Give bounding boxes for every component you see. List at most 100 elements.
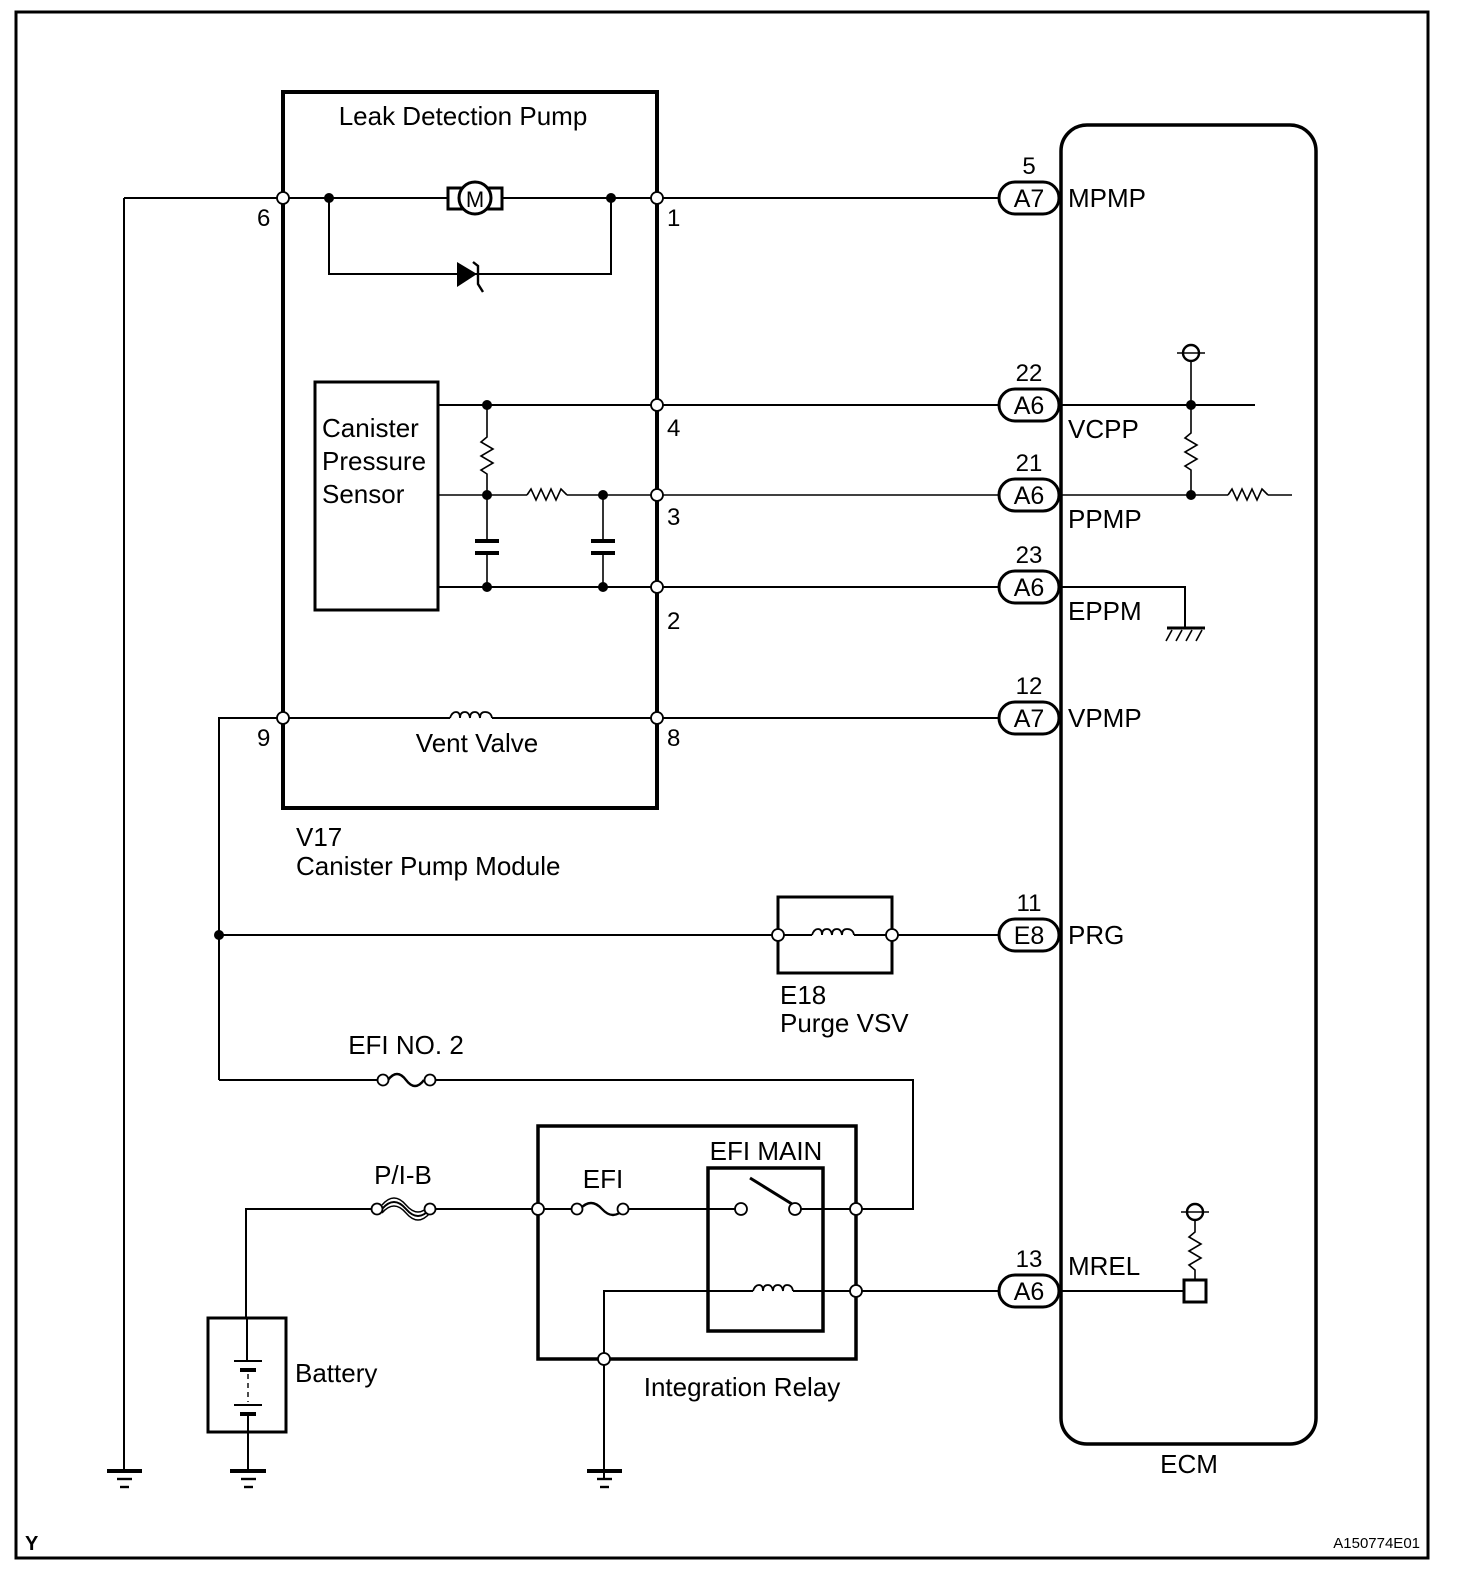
ecm-signal-name: VCPP	[1068, 414, 1139, 444]
connector-code: A6	[1014, 1278, 1045, 1306]
module-name: Canister Pump Module	[296, 851, 560, 881]
wire	[245, 1208, 372, 1318]
connector-pill	[997, 387, 1061, 423]
pin-number-8: 8	[667, 725, 680, 752]
integration-relay: Integration Relay EFI EFI MAIN	[531, 1124, 1000, 1489]
resistor-icon	[479, 405, 495, 495]
purge-vsv-name: Purge VSV	[780, 1008, 909, 1038]
canister-pressure-sensor-box	[313, 380, 440, 612]
resistor-icon	[1187, 1220, 1203, 1280]
fuse-efi-no2-label: EFI NO. 2	[348, 1030, 464, 1060]
svg-text:M: M	[466, 187, 484, 212]
connector-pill	[997, 1273, 1061, 1309]
connector-pill	[997, 917, 1061, 953]
junction-dot	[1186, 400, 1196, 410]
ground-icon	[107, 1469, 142, 1489]
terminal-pin4	[650, 398, 664, 412]
efi-no2-circuit: EFI NO. 2	[219, 1030, 914, 1210]
relay-terminal	[849, 1284, 863, 1298]
battery-icon	[234, 1318, 262, 1470]
ecm-box	[1059, 123, 1318, 1446]
zener-diode-icon	[457, 261, 485, 293]
ecm-pin-number: 22	[1016, 360, 1043, 387]
sensor-label-line2: Pressure	[322, 446, 426, 476]
battery-label: Battery	[295, 1358, 377, 1388]
sensor-label-line3: Sensor	[322, 479, 405, 509]
motor-icon: M	[446, 180, 504, 216]
fuse-terminal	[616, 1202, 630, 1216]
junction-dot	[482, 400, 492, 410]
integration-relay-box	[536, 1124, 858, 1361]
relay-terminal	[531, 1202, 545, 1216]
junction-dot	[598, 582, 608, 592]
terminal-pin6	[276, 191, 290, 205]
ground-icon	[230, 1469, 266, 1489]
pin-number-3: 3	[667, 504, 680, 531]
junction-dot	[1186, 490, 1196, 500]
module-box	[281, 90, 659, 810]
ecm-signal-name: MPMP	[1068, 183, 1146, 213]
ecm-label: ECM	[1160, 1449, 1218, 1479]
fuse-efi-label: EFI	[583, 1164, 623, 1194]
connector-code: A6	[1014, 574, 1045, 602]
terminal-pin1	[650, 191, 664, 205]
pin-number-2: 2	[667, 608, 680, 635]
connector-code: A6	[1014, 482, 1045, 510]
junction-dot	[482, 490, 492, 500]
connector-code: A7	[1014, 705, 1045, 733]
connector-code: E8	[1014, 922, 1045, 950]
ecm-signal-name: PRG	[1068, 920, 1124, 950]
connector-code: A6	[1014, 392, 1045, 420]
terminal-pin3	[650, 488, 664, 502]
ecm-internal-wire	[1061, 586, 1186, 628]
leak-detection-pump-title: Leak Detection Pump	[339, 101, 588, 131]
connector-pill	[997, 477, 1061, 513]
transistor-output-icon	[1182, 1278, 1208, 1304]
terminal-pin8	[650, 711, 664, 725]
diagram-frame	[14, 10, 1430, 1560]
chassis-ground-icon	[1165, 626, 1205, 642]
connector-pill	[997, 569, 1061, 605]
power-source-icon	[1181, 1202, 1209, 1222]
ecm-pin-number: 21	[1016, 450, 1043, 477]
ground-icon	[587, 1469, 622, 1489]
terminal	[771, 928, 785, 942]
fuse-icon	[579, 1201, 625, 1217]
canister-pump-module: Leak Detection Pump M Canister Pressure …	[124, 90, 1000, 1080]
ecm-signal-name: PPMP	[1068, 504, 1142, 534]
fuse-terminal	[423, 1202, 437, 1216]
pin-number-1: 1	[667, 205, 680, 232]
connector-pill	[997, 700, 1061, 736]
resistor-icon	[526, 487, 568, 502]
vent-valve-label: Vent Valve	[416, 728, 538, 758]
fusible-link-icon	[381, 1197, 431, 1221]
ecm-pin-number: 13	[1016, 1246, 1043, 1273]
efi-main-relay-box	[706, 1166, 825, 1333]
resistor-icon	[1227, 487, 1269, 502]
connector-code: A7	[1014, 185, 1045, 213]
terminal-pin9	[276, 711, 290, 725]
junction-dot	[598, 490, 608, 500]
ecm-pin-number: 23	[1016, 542, 1043, 569]
fuse-terminal	[370, 1202, 384, 1216]
ecm-terminal-list: A75MPMPA622VCPPA621PPMPA623EPPMA712VPMPE…	[997, 153, 1146, 1309]
wire	[603, 1290, 753, 1480]
battery-circuit: P/I-B Battery	[206, 1160, 538, 1489]
fuse-terminal	[423, 1073, 437, 1087]
terminal-pin2	[650, 580, 664, 594]
purge-vsv: E18 Purge VSV	[214, 895, 1000, 1038]
relay-terminal	[849, 1202, 863, 1216]
pin-number-6: 6	[257, 205, 270, 232]
relay-terminal	[597, 1352, 611, 1366]
vent-valve-coil-icon	[449, 711, 493, 719]
relay-switch-icon	[734, 1176, 802, 1216]
ecm-pin-number: 11	[1017, 890, 1042, 917]
efi-main-label: EFI MAIN	[710, 1136, 823, 1166]
